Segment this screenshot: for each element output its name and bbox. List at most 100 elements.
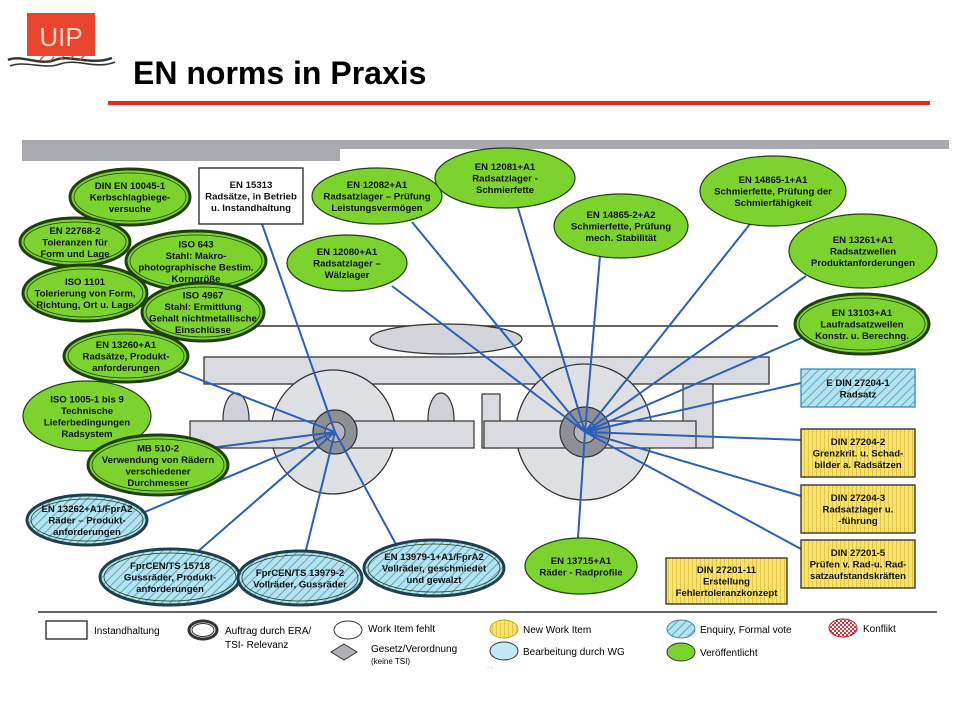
norm-text-en15313-2: u. Instandhaltung bbox=[211, 203, 291, 214]
legend-label-keine-tsi: (keine TSI) bbox=[371, 657, 410, 666]
logo-swoosh-2 bbox=[9, 61, 116, 67]
norm-text-en13715-1: Räder - Radprofile bbox=[539, 567, 622, 578]
norm-text-en12080-2: Wälzlager bbox=[325, 270, 370, 281]
norm-shape-din27201-5 bbox=[800, 539, 916, 589]
norm-text-iso4967-3: Einschlüsse bbox=[175, 325, 231, 336]
legend-swatch-new-work-item bbox=[489, 619, 519, 639]
norm-text-en12080-0: EN 12080+A1 bbox=[317, 247, 378, 258]
norm-text-en13979-0: EN 13979-1+A1/FprA2 bbox=[384, 552, 483, 563]
norm-shape-en15313 bbox=[198, 167, 304, 225]
norm-text-mb510-3: Durchmesser bbox=[127, 478, 189, 489]
legend-swatch-gesetz bbox=[330, 643, 358, 661]
wagon-buffer-plate bbox=[369, 323, 523, 355]
norm-text-en12080-1: Radsatzlager – bbox=[313, 259, 381, 270]
norm-shape-din27204-2 bbox=[800, 428, 916, 478]
connector-lines bbox=[139, 207, 807, 555]
norm-text-en13260-2: anforderungen bbox=[92, 363, 160, 374]
norm-text-iso1101-0: ISO 1101 bbox=[65, 277, 106, 288]
connector-en13260 bbox=[169, 367, 336, 433]
norm-text-iso643-2: photographische Bestim. bbox=[138, 262, 253, 273]
norm-text-mb510-2: verschiedener bbox=[125, 466, 190, 477]
norm-text-iso4967-0: ISO 4967 bbox=[183, 290, 224, 301]
legend-swatch-work-item-fehlt bbox=[333, 620, 363, 640]
norm-text-en13103-0: EN 13103+A1 bbox=[832, 308, 893, 319]
norm-shape-fprcen13979 bbox=[236, 549, 364, 607]
norm-text-din27204-3-0: DIN 27204-3 bbox=[831, 493, 885, 504]
connector-e-din27204-1 bbox=[584, 382, 802, 433]
norm-text-en12081-2: Schmierfette bbox=[476, 185, 534, 196]
norm-shape-en13715 bbox=[524, 537, 638, 595]
norm-text-en13262-2: anforderungen bbox=[53, 527, 121, 538]
norm-text-iso643-1: Stahl: Makro- bbox=[166, 251, 227, 262]
legend-label-new-work-item: New Work Item bbox=[523, 625, 591, 636]
norm-text-din27201-11-0: DIN 27201-11 bbox=[697, 565, 757, 576]
norm-text-iso1101-1: Tolerierung von Form, bbox=[34, 289, 135, 300]
norm-shape-en13261 bbox=[788, 213, 938, 289]
norm-text-en13979-2: und gewalzt bbox=[407, 575, 463, 586]
norm-text-fprcen15718-0: FprCEN/TS 15718 bbox=[130, 561, 211, 572]
norm-text-din27204-3-2: -führung bbox=[838, 516, 878, 527]
norm-shape-iso1101 bbox=[21, 263, 149, 323]
norm-shape-en12081 bbox=[434, 147, 576, 209]
norm-text-en13262-0: EN 13262+A1/FprA2 bbox=[42, 504, 133, 515]
logo-text: UIP bbox=[39, 22, 82, 52]
legend-swatch-auftrag-inner bbox=[191, 623, 215, 637]
norm-shape-din27201-11 bbox=[665, 557, 788, 605]
norm-text-en13261-1: Radsatzwellen bbox=[830, 247, 896, 258]
title-rule bbox=[108, 101, 930, 105]
connector-en13979 bbox=[334, 431, 399, 549]
norm-iso1005: ISO 1005-1 bis 9TechnischeLieferbedingun… bbox=[22, 380, 152, 452]
norm-text-iso4967-1: Stahl: Ermittlung bbox=[164, 302, 241, 313]
legend-swatch-enquiry bbox=[666, 619, 696, 639]
norm-en13261: EN 13261+A1RadsatzwellenProduktanforderu… bbox=[788, 213, 938, 289]
norm-shape-mb510 bbox=[86, 433, 230, 497]
norm-nodes: DIN EN 10045-1Kerbschlagbiege-versucheEN… bbox=[18, 147, 938, 607]
legend-label-gesetz: Gesetz/Verordnung bbox=[371, 644, 457, 655]
norm-shape-inner-fprcen15718 bbox=[103, 552, 237, 602]
legend-label-konflikt: Konflikt bbox=[863, 624, 896, 635]
norm-text-en12082-1: Radsatzlager – Prüfung bbox=[323, 192, 430, 203]
norm-text-en14865-1-2: Schmierfähigkeit bbox=[734, 198, 812, 209]
norm-shape-en13103 bbox=[793, 292, 931, 356]
legend-label-veroeffentlicht: Veröffentlicht bbox=[700, 648, 758, 659]
norm-shape-en14865-1 bbox=[699, 155, 847, 227]
norm-shape-inner-en22768 bbox=[23, 221, 127, 263]
legend-label-bearbeitung: Bearbeitung durch WG bbox=[523, 647, 625, 658]
norm-text-din27201-5-1: Prüfen v. Rad-u. Rad- bbox=[810, 560, 907, 571]
norm-text-fprcen13979-0: FprCEN/TS 13979-2 bbox=[256, 568, 345, 579]
norm-text-en13260-1: Radsätze, Produkt- bbox=[83, 352, 170, 363]
norm-text-iso4967-2: Gehalt nichtmetallische bbox=[149, 313, 257, 324]
legend-swatch-konflikt bbox=[828, 618, 858, 638]
norm-text-din27204-2-2: bilder a. Radsätzen bbox=[814, 460, 902, 471]
norm-shape-iso1005 bbox=[22, 380, 152, 452]
connector-en13103 bbox=[584, 335, 807, 433]
norm-shape-inner-en13103 bbox=[798, 297, 926, 351]
norm-text-en15313-1: Radsätze, in Betrieb bbox=[205, 192, 297, 203]
norm-text-iso643-3: Korngröße bbox=[171, 274, 220, 285]
norm-text-din27204-2-1: Grenzkrit. u. Schad- bbox=[813, 449, 904, 460]
stray-mark: · · bbox=[487, 665, 493, 671]
top-bar-left bbox=[22, 140, 340, 161]
connector-en15313 bbox=[261, 223, 336, 433]
norm-shape-inner-en13979 bbox=[367, 543, 501, 593]
norm-text-din27201-11-2: Fehlertoleranzkonzept bbox=[676, 588, 779, 599]
legend-swatch-veroeffentlicht bbox=[666, 642, 696, 662]
norm-text-fprcen15718-1: Gussräder, Produkt- bbox=[124, 573, 216, 584]
norm-text-din10045-2: versuche bbox=[109, 204, 151, 215]
norm-shape-en12080 bbox=[286, 234, 408, 292]
norm-text-iso1005-0: ISO 1005-1 bis 9 bbox=[50, 394, 124, 405]
connector-en12082 bbox=[411, 221, 586, 433]
legend-label-enquiry: Enquiry, Formal vote bbox=[700, 625, 792, 636]
